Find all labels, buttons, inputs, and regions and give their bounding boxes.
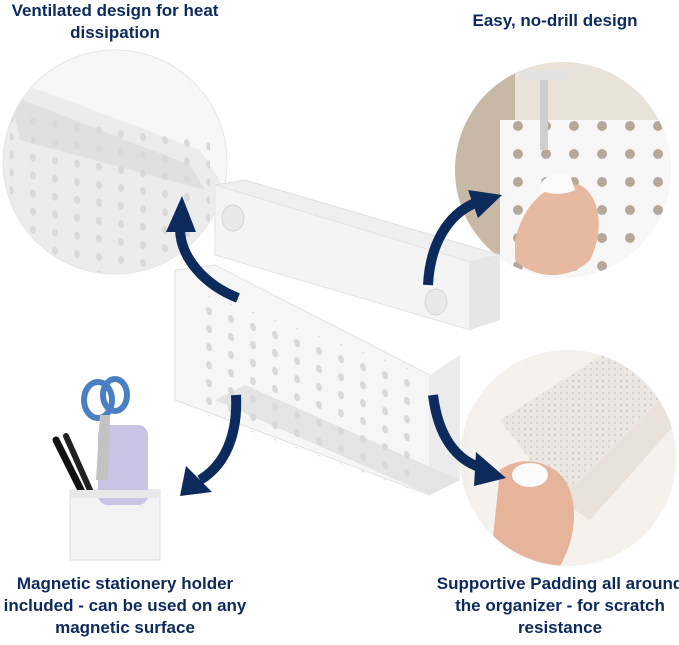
arrow-to-padding <box>428 394 506 486</box>
padding-detail-circle <box>460 350 676 566</box>
caption-ventilated-design: Ventilated design for heat dissipation <box>11 1 219 42</box>
stationery-holder <box>52 376 161 561</box>
arrow-to-ventilation <box>166 196 240 303</box>
caption-magnetic-holder: Magnetic stationery holder included - ca… <box>3 574 247 637</box>
ventilation-detail-circle <box>2 49 228 275</box>
arrow-to-clamp <box>423 190 502 286</box>
organizer-product <box>174 179 502 496</box>
caption-supportive-padding: Supportive Padding all around the organi… <box>436 574 679 637</box>
arrow-to-holder <box>180 394 242 496</box>
clamp-detail-circle <box>455 62 671 278</box>
caption-no-drill-design: Easy, no-drill design <box>472 11 638 30</box>
